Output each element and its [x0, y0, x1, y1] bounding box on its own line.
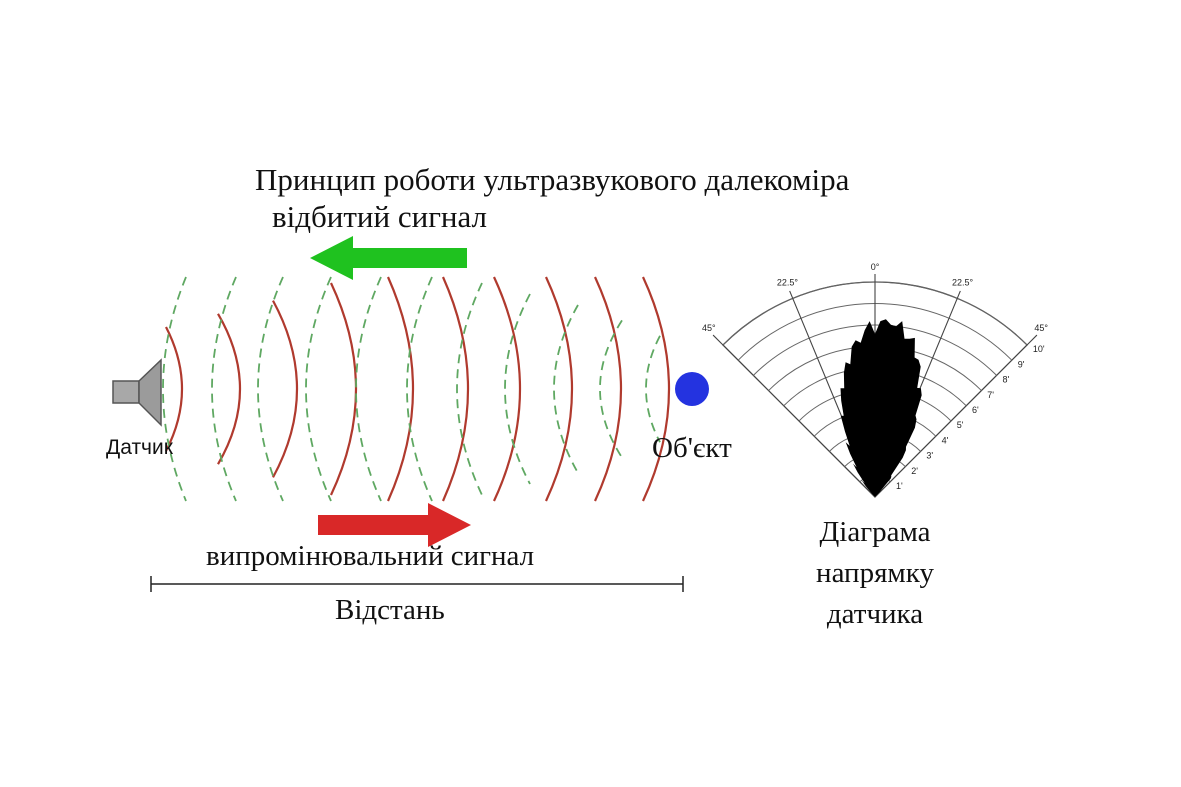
beam-lobe [840, 319, 922, 497]
reflected-wave [355, 276, 382, 502]
polar-distance-label: 4' [942, 435, 949, 445]
polar-distance-label: 3' [926, 451, 933, 461]
reflected-wave [406, 276, 433, 502]
object-label: Об'єкт [652, 432, 732, 464]
reflected-wave [257, 276, 284, 502]
distance-bar [150, 576, 684, 592]
emitted-wave [217, 313, 241, 465]
emitted-wave [441, 276, 470, 502]
polar-distance-label: 9' [1018, 359, 1025, 369]
reflected-wave [456, 282, 483, 496]
ball-icon [675, 372, 709, 406]
emitted-wave [386, 276, 415, 502]
reflected-wave [645, 335, 661, 443]
polar-distance-label: 2' [911, 466, 918, 476]
polar-angle-label: 22.5° [777, 277, 799, 287]
polar-radial [1026, 334, 1038, 346]
polar-angle-label: 45° [702, 323, 716, 333]
reflected-wave [504, 293, 531, 485]
polar-angle-label: 0° [871, 262, 880, 272]
polar-distance-label: 10' [1033, 344, 1045, 354]
polar-distance-label: 1' [896, 481, 903, 491]
polar-distance-label: 7' [987, 390, 994, 400]
emitted-arrow [318, 503, 471, 547]
emitted-wave [272, 300, 299, 478]
page-title: Принцип роботи ультразвукового далекомір… [255, 162, 850, 197]
reflected-wave [305, 276, 332, 502]
emitted-wave [642, 276, 671, 502]
polar-radial [712, 334, 724, 346]
reflected-wave [211, 276, 237, 502]
emitted-wave [493, 276, 522, 502]
polar-angle-label: 45° [1034, 323, 1048, 333]
sensor-label: Датчик [106, 436, 173, 459]
directivity-pattern: 0° 22.5° 22.5° 45° 45° 10' 9' 8' 7' 6' 5' 4' 3' 2' 1' [702, 262, 1048, 498]
emitted-wave [594, 276, 623, 502]
emitted-wave [545, 276, 574, 502]
emitted-wave [330, 282, 358, 496]
reflected-arrow [310, 236, 467, 280]
pattern-caption-line: напрямку [816, 557, 934, 589]
pattern-caption-line: датчика [826, 598, 924, 630]
sound-waves [162, 276, 671, 502]
pattern-caption-line: Діаграма [819, 516, 931, 548]
reflected-wave [162, 276, 187, 502]
reflected-wave [599, 319, 623, 459]
pattern-caption: Діаграма напрямку датчика [770, 512, 980, 635]
emitted-signal-label: випромінювальний сигнал [206, 540, 535, 572]
reflected-signal-label: відбитий сигнал [272, 199, 488, 234]
distance-label: Відстань [335, 594, 445, 626]
polar-distance-label: 8' [1003, 375, 1010, 385]
speaker-icon [112, 358, 162, 427]
polar-distance-label: 5' [957, 420, 964, 430]
emitted-wave [165, 326, 184, 452]
reflected-wave [553, 304, 579, 474]
polar-distance-label: 6' [972, 405, 979, 415]
polar-angle-label: 22.5° [952, 277, 974, 287]
